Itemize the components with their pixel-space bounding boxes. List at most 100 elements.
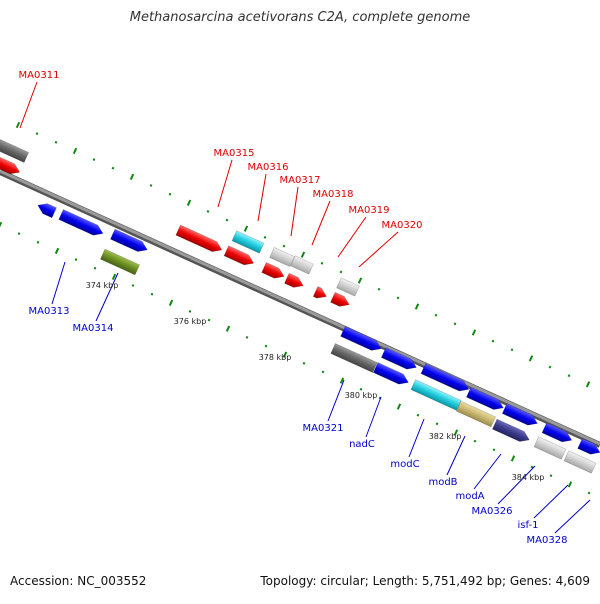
gene-label-ma0328: MA0328 (527, 535, 568, 546)
scale-tick (36, 240, 40, 244)
scale-tick (321, 370, 325, 374)
label-leader (95, 272, 119, 322)
scale-tick (548, 365, 552, 369)
gene-ma0326-upper (541, 422, 573, 443)
gene-label-modb: modB (428, 477, 457, 488)
gene-isf-1 (563, 450, 597, 474)
scale-tick (473, 439, 477, 443)
scale-tick (17, 232, 21, 236)
gene-nadc-upper (380, 347, 417, 370)
scale-tick (188, 310, 192, 313)
scale-tick (378, 396, 382, 400)
kbp-label: 384 kbp (512, 473, 545, 482)
scale-tick (225, 325, 231, 332)
gene-ma0326 (533, 436, 567, 460)
label-leader (473, 453, 502, 490)
gene-ma0315 (175, 224, 223, 252)
label-leader (327, 379, 345, 422)
label-leader (497, 465, 536, 505)
genome-title: Methanosarcina acetivorans C2A, complete… (129, 10, 471, 25)
kbp-label: 380 kbp (345, 391, 378, 400)
gene-ma0318-lower (312, 286, 327, 299)
scale-tick (339, 270, 343, 274)
scale-tick (74, 258, 78, 261)
scale-tick (528, 355, 534, 362)
scale-tick (282, 244, 286, 248)
scale-tick (339, 377, 345, 384)
label-leader (358, 231, 399, 268)
gene-ma0313-a (37, 203, 57, 219)
scale-tick (377, 287, 381, 291)
label-leader (446, 435, 466, 476)
gene-label-nadc: nadC (349, 439, 375, 450)
scale-tick (111, 273, 117, 281)
gene-label-ma0326: MA0326 (472, 506, 513, 517)
label-leader (19, 81, 38, 129)
label-leader (311, 200, 331, 246)
genome-backbone (0, 169, 600, 448)
scale-tick (92, 158, 96, 161)
gene-label-moda: modA (455, 491, 484, 502)
scale-tick (567, 374, 571, 378)
scale-tick (150, 292, 154, 296)
scale-tick (530, 465, 534, 469)
gene-features (0, 137, 600, 474)
scale-tick (54, 140, 58, 144)
scale-tick (129, 173, 135, 181)
label-leader (408, 418, 425, 458)
scale-tick (491, 339, 495, 343)
gene-ma0321 (330, 343, 378, 373)
gene-modc-upper (420, 363, 470, 392)
gene-ma0311-frag (0, 154, 21, 175)
label-leader (554, 499, 591, 534)
label-leader (337, 216, 367, 258)
scale-tick (357, 277, 363, 284)
scale-tick (587, 491, 591, 495)
gene-label-ma0315: MA0315 (214, 148, 255, 159)
label-leader (217, 159, 233, 208)
scale-tick (510, 455, 516, 462)
kbp-label: 376 kbp (174, 317, 207, 326)
label-leader (51, 261, 66, 305)
scale-tick (435, 422, 439, 426)
scale-tick (149, 184, 153, 187)
gene-isf1-upper (577, 438, 600, 455)
gene-modc (410, 379, 462, 411)
gene-ma0316 (231, 230, 265, 254)
gene-label-isf-1: isf-1 (518, 520, 539, 531)
scale-tick (168, 192, 172, 196)
gene-label-ma0320: MA0320 (382, 220, 423, 231)
scale-tick (93, 266, 97, 270)
kbp-label: 382 kbp (429, 432, 462, 441)
gene-ma0314-upper (110, 228, 148, 252)
gene-ma0313 (58, 209, 104, 236)
scale-tick (15, 121, 21, 129)
scale-tick (264, 344, 268, 348)
gene-modb (456, 400, 496, 428)
scale-tick (396, 296, 400, 300)
scale-tick (225, 218, 229, 222)
scale-tick (434, 313, 438, 317)
label-leader (290, 186, 299, 237)
scale-tick (416, 413, 420, 417)
scale-tick (0, 221, 3, 228)
scale-tick (35, 132, 39, 136)
scale-tick (396, 403, 402, 410)
accession-text: Accession: NC_003552 (10, 574, 147, 588)
scale-tick (168, 299, 174, 306)
scale-tick (206, 210, 210, 213)
scale-tick (549, 474, 553, 478)
kbp-label: 378 kbp (259, 353, 292, 362)
label-leader (533, 484, 569, 519)
scale-tick (282, 351, 288, 358)
gene-labels: MA0311MA0315MA0316MA0317MA0318MA0319MA03… (19, 70, 568, 546)
scale-tick (414, 303, 420, 310)
scale-tick (186, 199, 192, 206)
gene-ma0317-lower (284, 272, 304, 288)
gene-ma0315-lower (223, 245, 255, 266)
gene-label-ma0318: MA0318 (313, 189, 354, 200)
gene-ma0321-upper (340, 325, 382, 351)
gene-label-ma0321: MA0321 (303, 423, 344, 434)
